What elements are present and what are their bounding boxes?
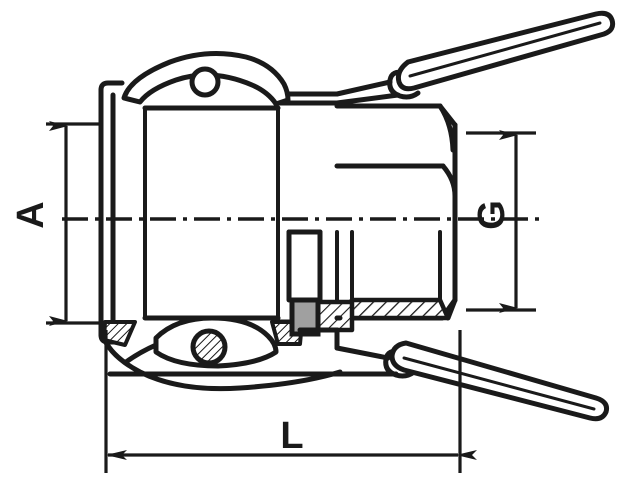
- cam-arm-lower-shank: [107, 345, 399, 377]
- body-bottom-edge: [297, 297, 458, 351]
- dimension-a: A: [10, 121, 103, 326]
- dimension-l-label: L: [280, 415, 303, 457]
- cam-tail-lower: [100, 333, 343, 392]
- cam-arm-lower: [383, 340, 609, 422]
- gasket-retainer: [286, 229, 323, 303]
- dimension-g-label: G: [471, 200, 513, 230]
- body-seat-hatching: [102, 320, 137, 347]
- dimension-g: G: [466, 130, 536, 313]
- cam-pin-hole-upper: [189, 66, 221, 98]
- cam-arm-upper: [387, 10, 616, 100]
- bore-outline: [335, 230, 442, 314]
- dimension-l: L: [104, 330, 477, 473]
- cam-pin-lower: [190, 328, 228, 366]
- cam-arm-upper-shank: [334, 79, 401, 106]
- dimension-a-label: A: [10, 201, 52, 228]
- cam-ear-upper: [121, 51, 291, 107]
